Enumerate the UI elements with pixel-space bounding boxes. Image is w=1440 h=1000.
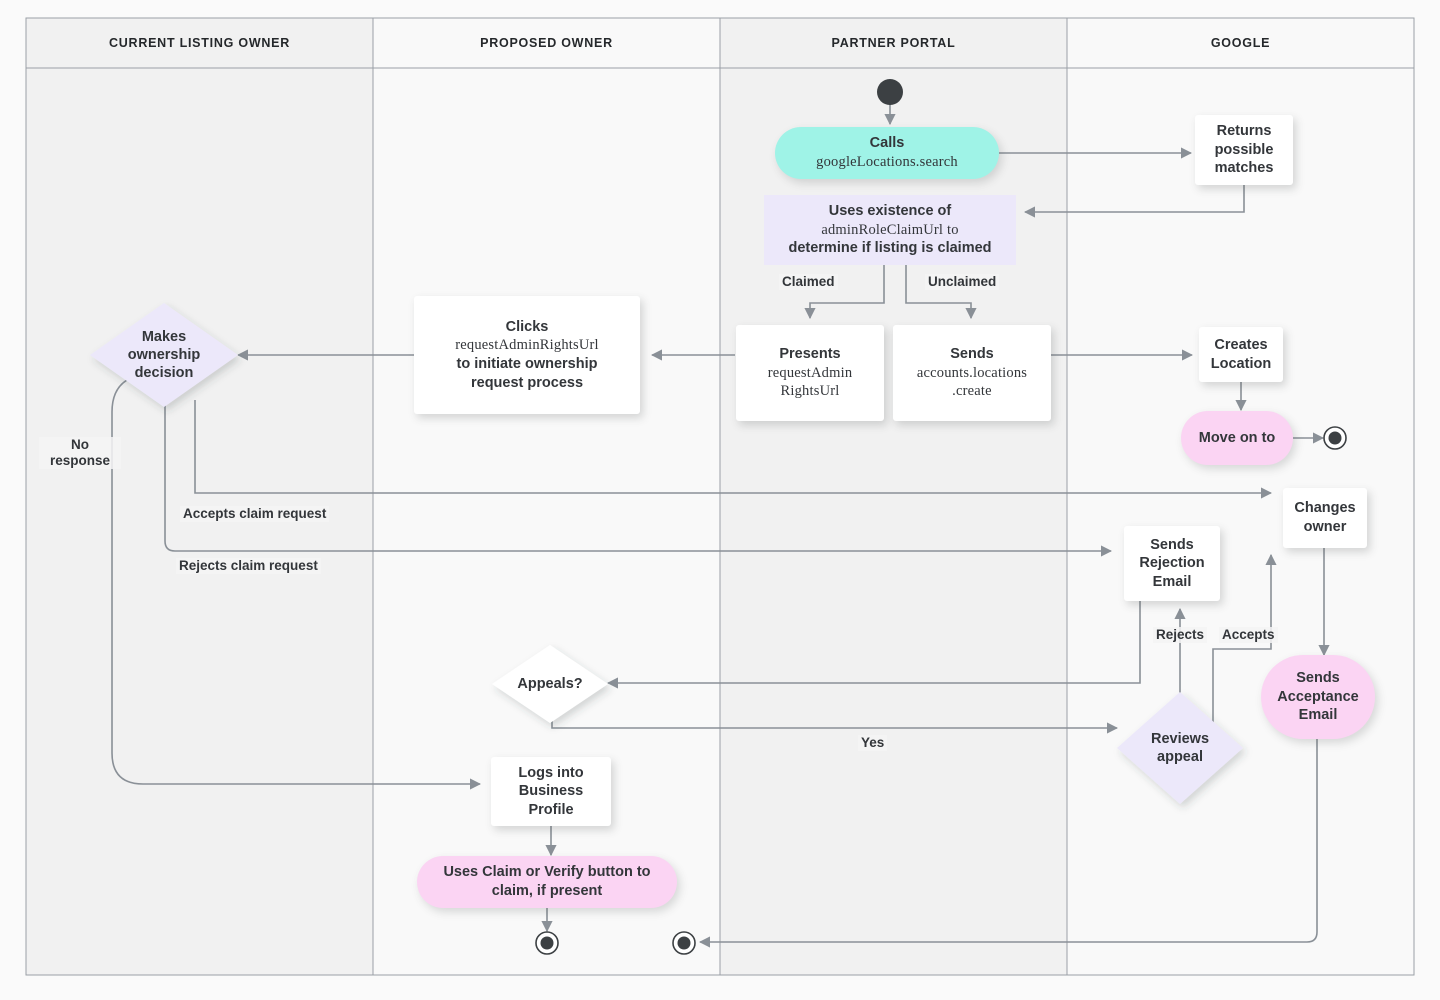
node-line-code: .create — [952, 383, 992, 400]
node-line: request process — [470, 374, 584, 391]
edge-label-line: No — [71, 437, 89, 452]
lane-headers — [25, 17, 1415, 69]
edge-reviews-accepts — [1212, 553, 1277, 760]
node-line: Creates — [1214, 336, 1268, 353]
node-line-code: accounts.locations — [916, 364, 1028, 381]
edge-label-rejects: Rejects — [1153, 627, 1208, 644]
node-line: Changes — [1294, 500, 1356, 517]
node-line: Presents — [779, 346, 841, 363]
end-terminator-partner-portal — [672, 931, 696, 955]
node-presents-request-admin-rights-url[interactable]: Presents requestAdmin RightsUrl — [736, 325, 884, 421]
edge-label-accepts: Accepts — [1219, 627, 1278, 644]
edge-uses-split-left — [804, 265, 885, 320]
node-creates-location[interactable]: Creates Location — [1199, 327, 1283, 382]
decision-shapes — [90, 303, 1243, 804]
edge-label-rejects-claim-request: Rejects claim request — [176, 558, 321, 575]
start-terminator — [877, 79, 903, 105]
node-line-code: adminRoleClaimUrl to — [821, 221, 959, 238]
edge-acceptance-to-end — [698, 739, 1318, 948]
node-sends-rejection-email[interactable]: Sends Rejection Email — [1124, 526, 1220, 601]
node-line: Logs into — [518, 764, 584, 781]
node-line: claim, if present — [491, 883, 603, 899]
lane-body-proposed-owner — [372, 67, 721, 976]
node-line: Clicks — [505, 318, 549, 335]
edge-label-yes: Yes — [858, 735, 888, 752]
end-terminator-proposed-owner — [535, 931, 559, 955]
edge-label-unclaimed: Unclaimed — [925, 274, 1000, 291]
edge-decision-accepts — [194, 400, 1273, 499]
node-line-code: RightsUrl — [780, 383, 840, 400]
node-line: Returns — [1216, 123, 1272, 140]
edge-label-line: response — [49, 453, 111, 469]
edge-label-claimed: Claimed — [779, 274, 838, 291]
node-line-code: requestAdmin — [767, 364, 853, 381]
node-line: matches — [1214, 160, 1274, 177]
node-sends-accounts-locations-create[interactable]: Sends accounts.locations .create — [893, 325, 1051, 421]
node-line: Uses Claim or Verify button to — [443, 864, 651, 881]
node-line-code: googleLocations.search — [816, 154, 958, 170]
lane-title-proposed-owner: PROPOSED OWNER — [480, 36, 613, 50]
edge-decision-no-response — [111, 374, 482, 790]
shape-appeals — [492, 645, 608, 723]
edge-uses-split-right — [905, 265, 977, 320]
terminators — [535, 79, 1347, 955]
node-line: Uses existence of — [828, 203, 952, 220]
edge-decision-rejects — [164, 400, 1113, 557]
edge-returns-to-uses — [1023, 185, 1245, 218]
node-line: Acceptance — [1277, 688, 1359, 705]
edge-label-accepts-claim-request: Accepts claim request — [180, 506, 330, 523]
node-changes-owner[interactable]: Changes owner — [1283, 488, 1367, 548]
node-line: owner — [1303, 519, 1347, 535]
node-returns-possible-matches[interactable]: Returns possible matches — [1195, 115, 1293, 185]
lane-header-partner-portal — [719, 17, 1068, 69]
shape-makes-ownership-decision — [90, 303, 238, 407]
node-line: Location — [1210, 355, 1272, 372]
node-line: possible — [1214, 141, 1274, 158]
shape-reviews-appeal — [1117, 692, 1243, 804]
node-line: determine if listing is claimed — [788, 240, 992, 257]
end-terminator-google — [1323, 426, 1347, 450]
lane-header-google — [1066, 17, 1415, 69]
lane-title-current-owner: CURRENT LISTING OWNER — [108, 36, 291, 50]
node-line: Calls — [869, 135, 905, 152]
node-line-code: requestAdminRightsUrl — [455, 337, 599, 354]
node-line: Sends — [950, 346, 994, 363]
node-clicks-request-admin-rights-url[interactable]: Clicks requestAdminRightsUrl to initiate… — [414, 296, 640, 414]
node-line: Business — [518, 783, 584, 800]
lane-title-partner-portal: PARTNER PORTAL — [831, 36, 956, 50]
node-uses-existence-admin-role-claim-url[interactable]: Uses existence of adminRoleClaimUrl to d… — [764, 195, 1016, 265]
edge-label-no-response: No response — [39, 437, 121, 470]
node-line: Profile — [528, 801, 574, 818]
lane-header-proposed-owner — [372, 17, 721, 69]
node-line: Move on to — [1198, 429, 1276, 446]
node-line: Rejection — [1139, 555, 1205, 572]
node-uses-claim-or-verify-button[interactable]: Uses Claim or Verify button to claim, if… — [417, 856, 677, 908]
node-logs-into-business-profile[interactable]: Logs into Business Profile — [491, 757, 611, 826]
node-line: Sends — [1150, 536, 1194, 553]
node-line: Sends — [1296, 670, 1340, 687]
node-line: Email — [1152, 573, 1192, 590]
edge-rejection-to-appeals — [606, 601, 1141, 689]
node-line: to initiate ownership — [456, 356, 598, 372]
node-sends-acceptance-email[interactable]: Sends Acceptance Email — [1261, 655, 1375, 739]
node-line: Email — [1298, 707, 1338, 724]
node-move-on-to[interactable]: Move on to — [1181, 411, 1293, 465]
lane-header-current-owner — [25, 17, 374, 69]
node-calls-google-locations-search[interactable]: Calls googleLocations.search — [775, 127, 999, 179]
lane-title-google: GOOGLE — [1210, 36, 1271, 50]
